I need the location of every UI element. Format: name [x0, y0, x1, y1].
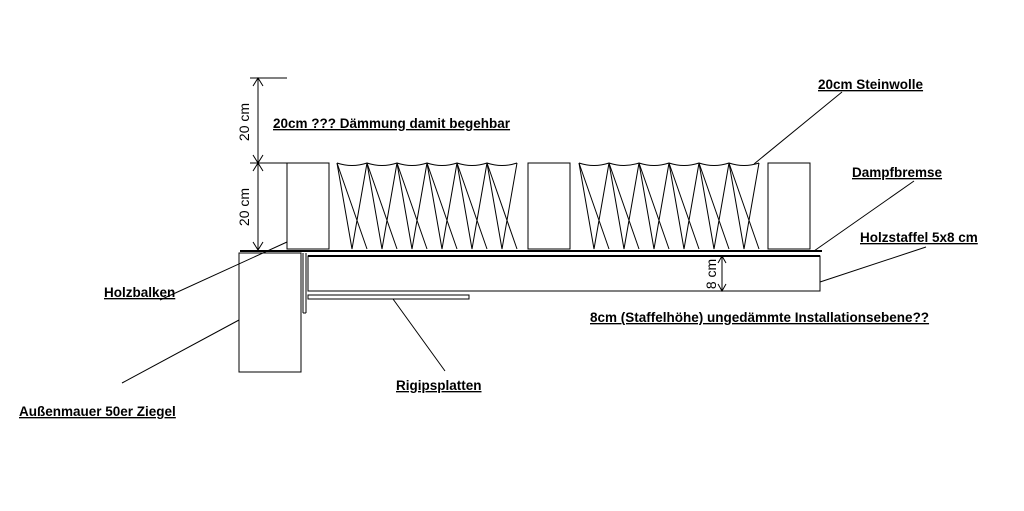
dimension-upper-text: 20 cm	[236, 103, 252, 141]
label-aussenmauer: Außenmauer 50er Ziegel	[19, 404, 176, 419]
plasterboard-wall	[302, 253, 307, 314]
label-installationsebene: 8cm (Staffelhöhe) ungedämmte Installatio…	[590, 310, 929, 325]
batten	[307, 255, 821, 292]
label-rigipsplatten: Rigipsplatten	[396, 378, 482, 393]
dimension-batten-text: 8 cm	[703, 259, 719, 289]
dimension-upper: 20 cm	[236, 77, 287, 164]
insulation-steinwolle-1	[336, 162, 518, 250]
dimension-lower-text: 20 cm	[236, 188, 252, 226]
label-holzstaffel: Holzstaffel 5x8 cm	[860, 230, 978, 245]
label-steinwolle: 20cm Steinwolle	[818, 77, 924, 92]
wood-beam-2	[527, 162, 571, 250]
dimension-batten: 8 cm	[703, 254, 740, 293]
label-dampfbremse: Dampfbremse	[852, 165, 943, 180]
label-insulation-extra: 20cm ??? Dämmung damit begehbar	[273, 116, 511, 131]
plasterboard	[307, 294, 470, 300]
label-holzbalken: Holzbalken	[104, 285, 175, 300]
dimension-lower: 20 cm	[236, 162, 287, 251]
leader-lines	[121, 91, 927, 384]
wood-beams	[286, 162, 811, 250]
outer-wall	[238, 252, 302, 373]
wood-beam-3	[767, 162, 811, 250]
insulation-steinwolle-2	[578, 162, 760, 250]
wood-beam-1	[286, 162, 330, 250]
